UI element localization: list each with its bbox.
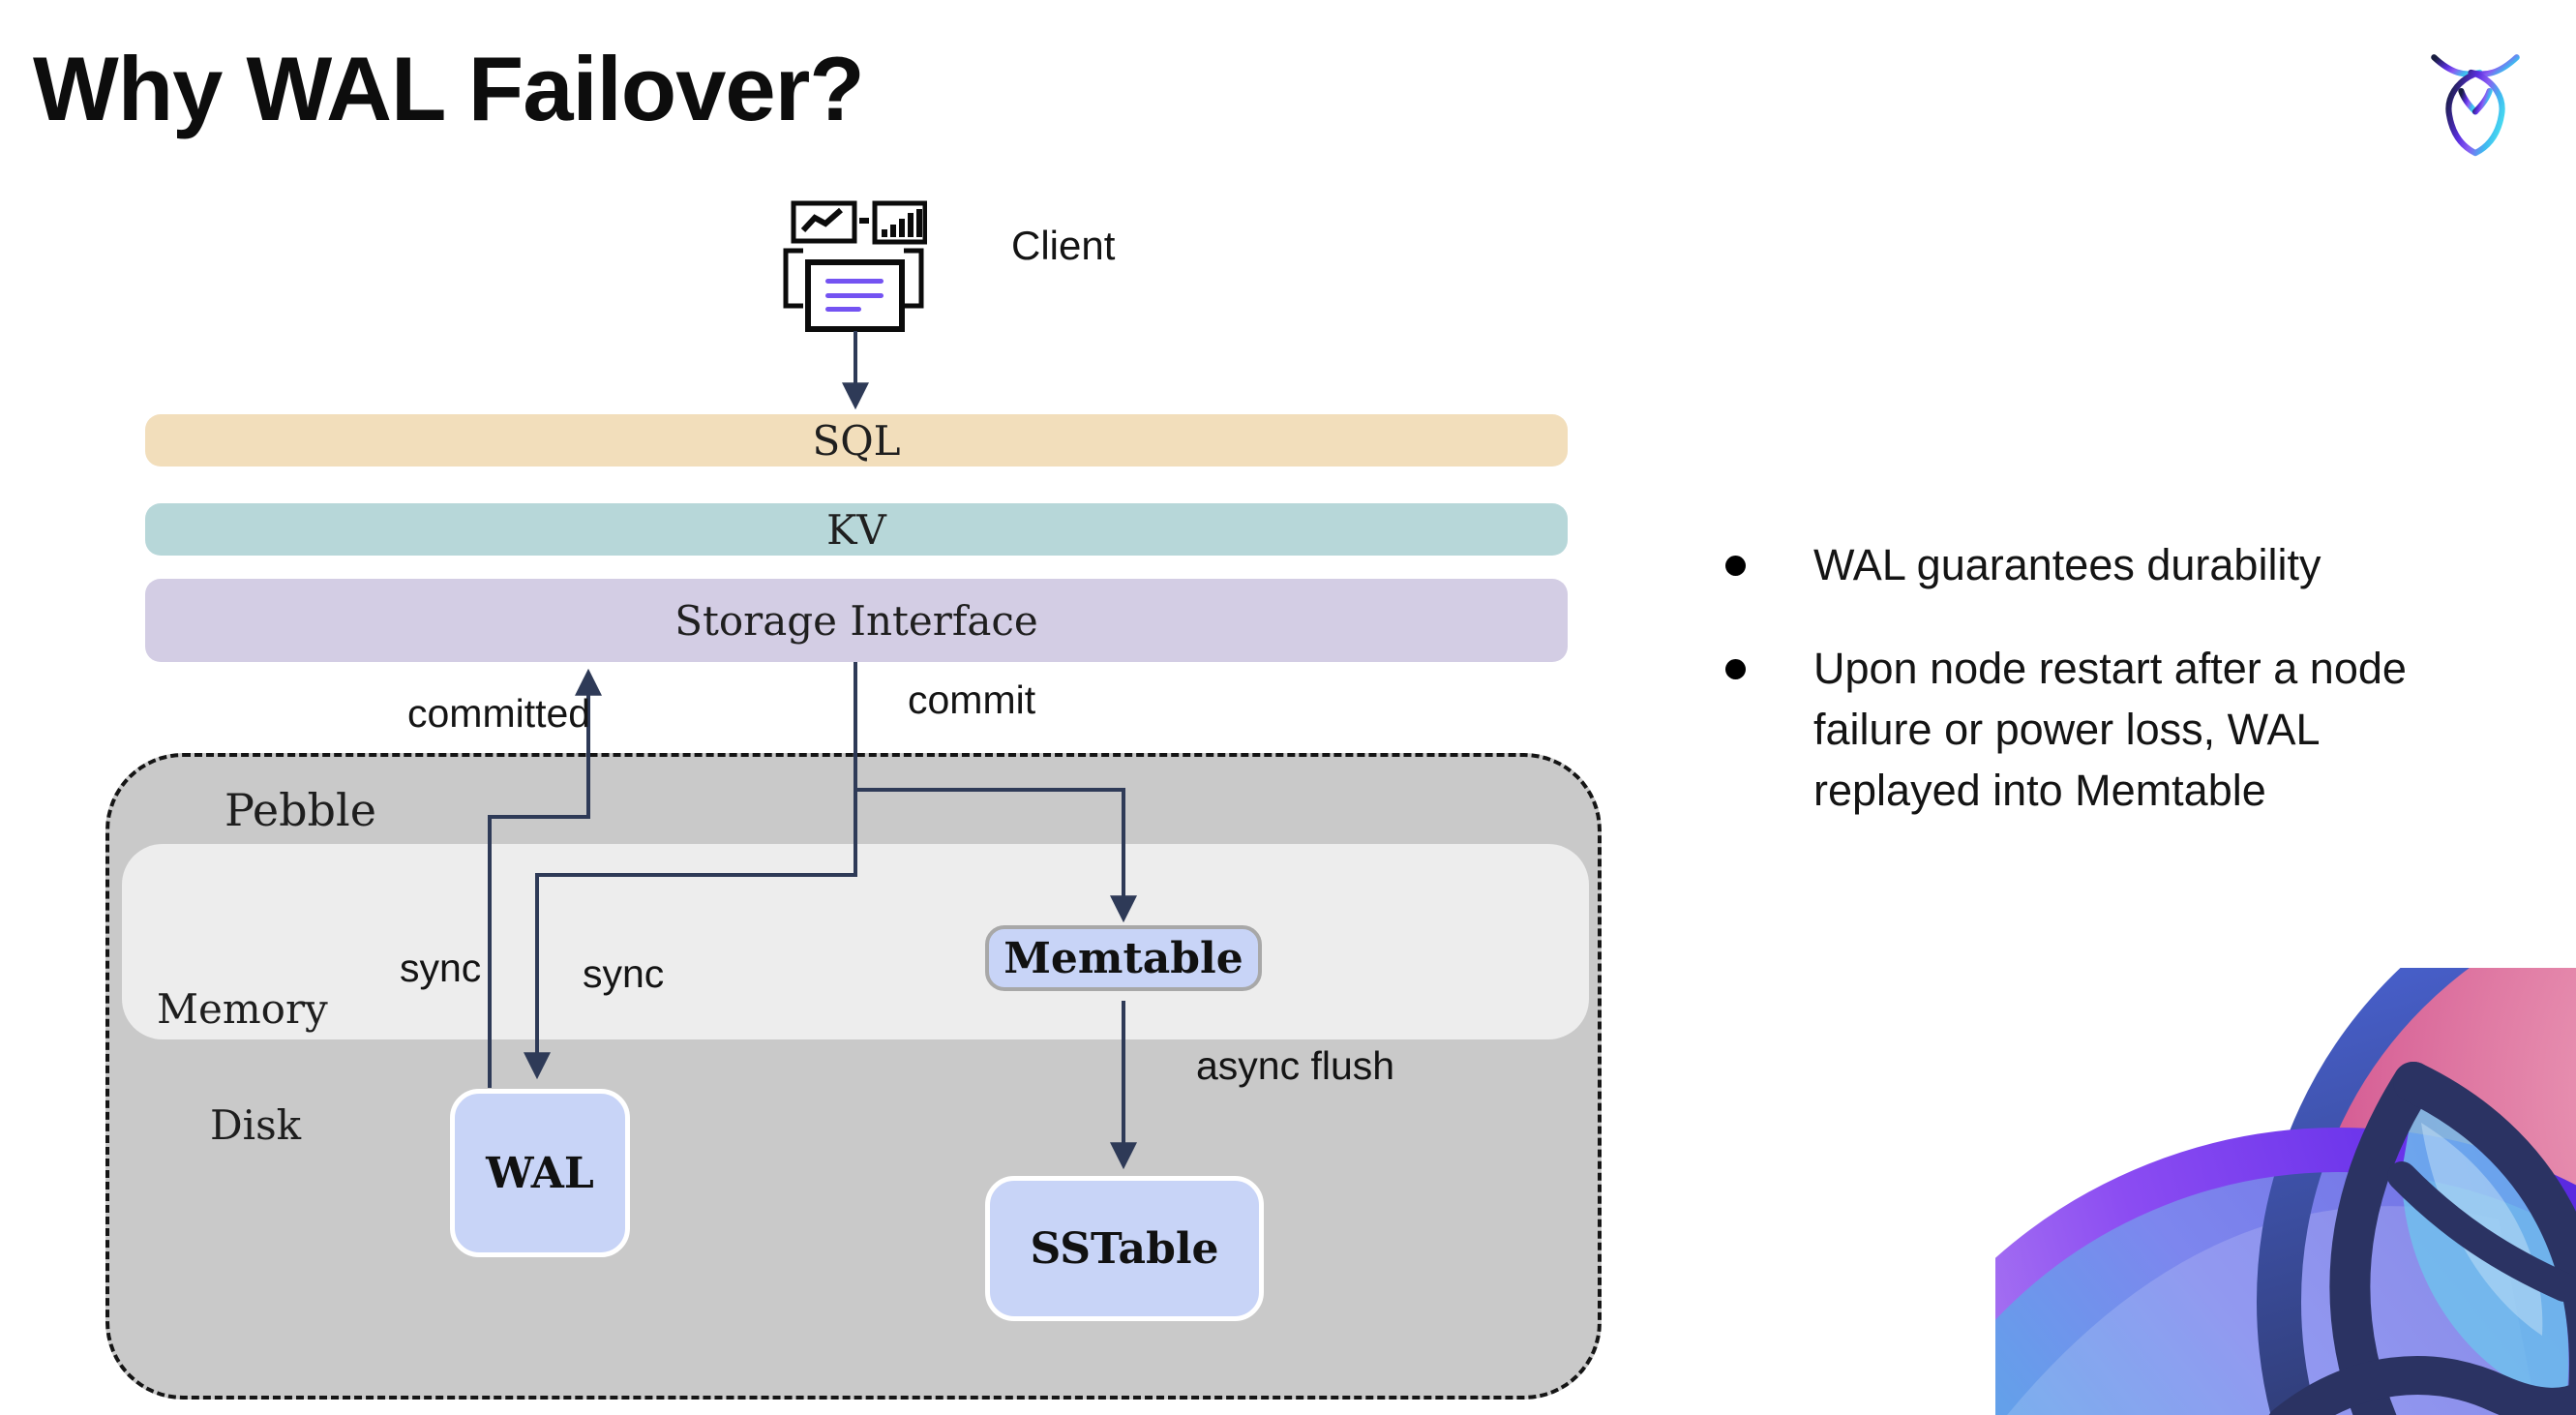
memtable-label: Memtable	[1003, 933, 1243, 983]
art-purple-ring	[1995, 1128, 2576, 1320]
art-navy-ring	[2257, 968, 2471, 1415]
commit-label: commit	[908, 677, 1036, 722]
bullet-text: WAL guarantees durability	[1813, 540, 2321, 589]
bar-chart-bars	[882, 209, 922, 237]
memtable-node: Memtable	[985, 925, 1262, 991]
bullet-list: WAL guarantees durability Upon node rest…	[1725, 534, 2480, 863]
cockroachdb-logo-icon	[2431, 54, 2520, 157]
layer-sql-label: SQL	[812, 416, 901, 465]
layer-kv-label: KV	[826, 505, 886, 554]
memory-label: Memory	[157, 985, 328, 1033]
disk-label: Disk	[210, 1101, 302, 1149]
bullet-item: WAL guarantees durability	[1725, 534, 2480, 595]
client-label: Client	[1011, 223, 1116, 268]
sync-label-right: sync	[583, 951, 665, 996]
committed-label: committed	[407, 691, 591, 736]
art-leaf	[2268, 1062, 2576, 1415]
page-title: Why WAL Failover?	[33, 38, 865, 139]
bullet-text: Upon node restart after a node failure o…	[1813, 644, 2407, 815]
monitor-brackets	[783, 248, 924, 309]
sstable-label: SSTable	[1030, 1223, 1219, 1274]
line-chart-icon	[791, 200, 857, 244]
document-lines	[825, 279, 884, 312]
layer-storage-interface-label: Storage Interface	[674, 596, 1038, 645]
bar-chart-icon	[872, 200, 927, 245]
document-icon	[805, 259, 905, 332]
bullet-dot	[1725, 659, 1746, 679]
bullet-item: Upon node restart after a node failure o…	[1725, 638, 2480, 821]
bullet-dot	[1725, 556, 1746, 576]
sstable-node: SSTable	[985, 1176, 1264, 1321]
memory-band	[122, 844, 1589, 1039]
async-flush-label: async flush	[1196, 1043, 1395, 1088]
layer-kv: KV	[145, 503, 1568, 556]
sync-label-left: sync	[400, 946, 482, 990]
wal-node: WAL	[450, 1089, 630, 1257]
pebble-label: Pebble	[225, 784, 376, 836]
brand-art	[1995, 968, 2576, 1415]
client-icon	[783, 200, 927, 332]
wal-label: WAL	[486, 1148, 594, 1198]
layer-sql: SQL	[145, 414, 1568, 467]
layer-storage-interface: Storage Interface	[145, 579, 1568, 662]
